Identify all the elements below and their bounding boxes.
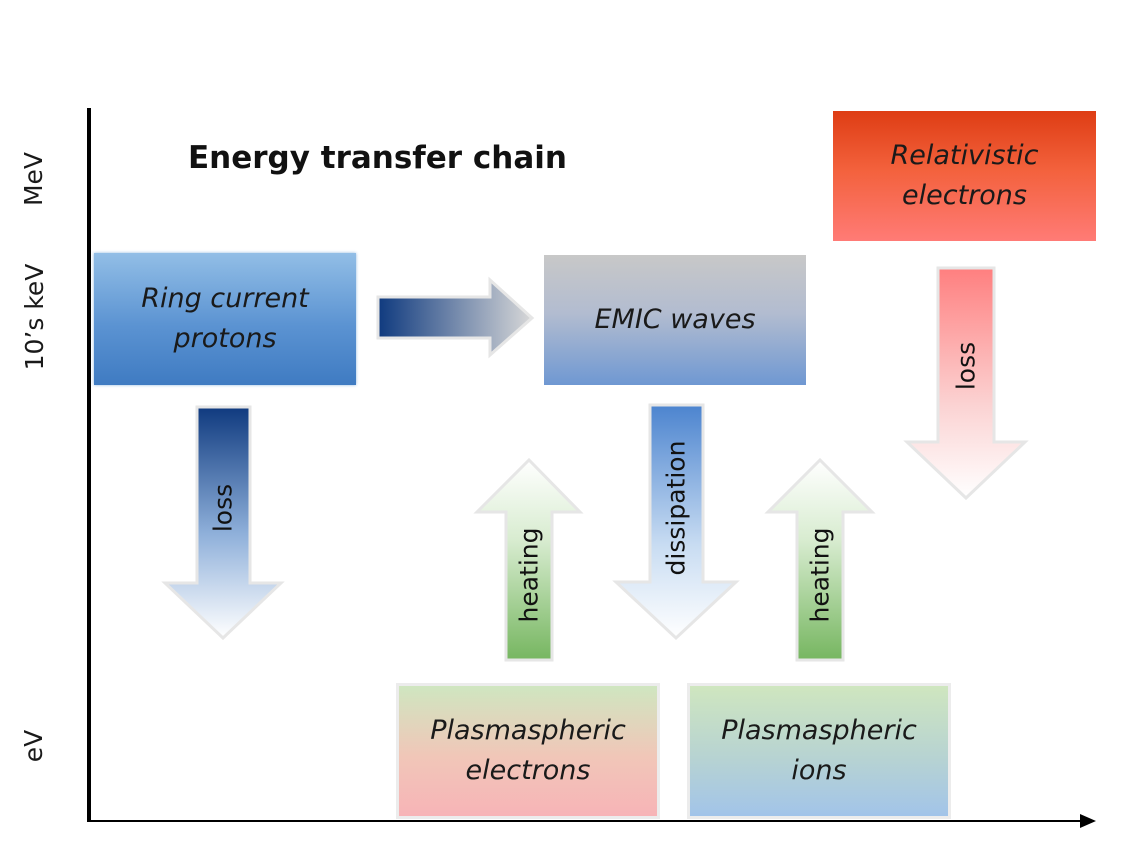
x-axis-arrowhead <box>1080 814 1096 828</box>
ring-current-protons-box: Ring current protons <box>94 253 356 385</box>
y-label-mev: MeV <box>19 151 48 207</box>
relativistic-electrons-label: Relativistic electrons <box>890 140 1039 211</box>
ring-current-protons-label: Ring current protons <box>141 283 309 354</box>
arrow-proton-loss <box>161 405 285 641</box>
label-electron-loss: loss <box>952 342 981 390</box>
arrow-electron-loss <box>903 266 1029 501</box>
label-heating-electrons: heating <box>515 527 544 622</box>
label-heating-ions: heating <box>806 527 835 622</box>
y-label-ev: eV <box>19 729 48 763</box>
plasmaspheric-electrons-label: Plasmaspheric electrons <box>430 715 626 786</box>
emic-waves-label: EMIC waves <box>594 304 756 335</box>
emic-waves-box: EMIC waves <box>544 255 806 385</box>
plasmaspheric-ions-label: Plasmaspheric ions <box>721 715 917 786</box>
diagram-title: Energy transfer chain <box>188 140 567 176</box>
y-label-tens-kev: 10’s keV <box>20 263 49 371</box>
label-proton-loss: loss <box>209 484 238 532</box>
arrow-heating-ions <box>764 457 876 662</box>
arrow-dissipation <box>612 403 740 641</box>
plasmaspheric-ions-box: Plasmaspheric ions <box>687 683 951 819</box>
plasmaspheric-electrons-box: Plasmaspheric electrons <box>396 683 660 819</box>
arrow-heating-electrons <box>473 457 584 662</box>
label-dissipation: dissipation <box>662 441 691 576</box>
arrow-protons-to-emic <box>376 276 535 359</box>
relativistic-electrons-box: Relativistic electrons <box>833 111 1096 241</box>
